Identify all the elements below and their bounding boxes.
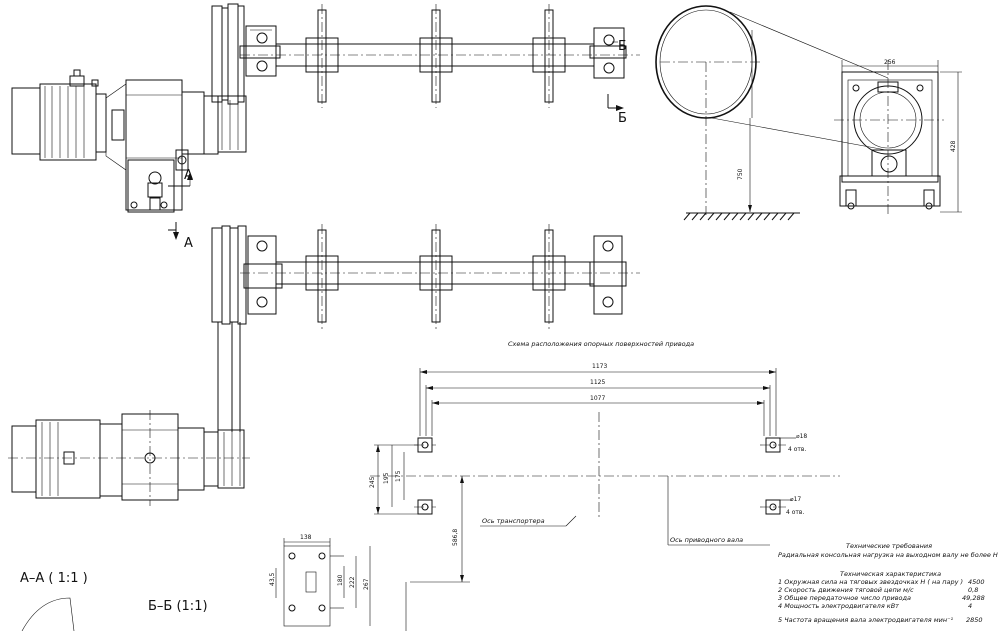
characteristic-value: 49,288 [962,594,985,602]
conveyor-axis-label: Ось транспортера [482,517,545,525]
section-letter-a: А [184,168,193,183]
gearbox-top [105,79,219,213]
section-mark-a-lower: А [168,222,193,251]
bearing-housing-top-right [589,27,627,79]
section-mark-a-upper: А [168,168,193,187]
sprocket-pack-middle [211,225,247,432]
characteristic-label: 3 Общее передаточное число привода [778,594,911,602]
flange-detail: 138 43,5 180 222 267 [269,534,407,631]
characteristic-label: 1 Окружная сила на тяговых звездочках Н … [778,578,963,586]
bottom-motor-view [8,410,250,506]
hole-17-diameter: ⌀17 [790,496,801,503]
dimension-267: 267 [363,578,370,590]
electric-motor-top [11,69,107,161]
technical-notes: Технические требования Радиальная консол… [778,542,1000,624]
section-bb-title: Б–Б (1:1) [148,599,208,614]
section-aa-title: А–А ( 1:1 ) [20,571,88,586]
section-letter-b-upper: Б [618,39,627,54]
drive-shaft-top [240,4,640,108]
dimension-245: 245 [369,476,376,488]
drive-shaft-axis-label: Ось приводного вала [670,536,743,544]
dimension-1077: 1077 [590,395,605,402]
hole-callout-18: ⌀18 4 отв. [780,433,807,453]
characteristic-value: 4500 [968,578,985,586]
mount-plate-bottom-left [414,499,436,515]
characteristic-value: 0,8 [968,586,978,594]
section-mark-b: Б Б [607,39,627,126]
sprocket-pack-top [211,3,247,153]
hole-18-count: 4 отв. [788,446,806,453]
characteristic-label: 2 Скорость движения тяговой цепи м/с [778,586,914,594]
hole-17-count: 4 отв. [786,509,804,516]
characteristics-title: Техническая характеристика [840,570,941,578]
section-letter-a: А [184,236,193,251]
dimension-256: 256 [841,59,939,72]
dimension-175: 175 [395,470,402,482]
hole-18-diameter: ⌀18 [796,433,807,440]
dimension-1173: 1173 [592,363,607,370]
dimension-256-label: 256 [884,59,896,66]
tech-requirements-line1: Радиальная консольная нагрузка на выходн… [778,551,1000,559]
dimension-138: 138 [300,534,312,541]
dimension-750: 750 [737,168,744,180]
dimension-195: 195 [383,472,390,484]
top-drive-view: А А [11,3,640,251]
mount-plate-top-right [760,437,786,453]
dimension-586-8: 586,8 [452,529,459,546]
tech-requirements-title: Технические требования [846,542,932,550]
middle-shaft-view: Схема расположения опорных поверхностей … [211,224,694,432]
dimension-180: 180 [337,574,344,586]
dimension-1125: 1125 [590,379,605,386]
scheme-caption: Схема расположения опорных поверхностей … [508,340,694,348]
dimension-43-5: 43,5 [269,572,276,586]
section-letter-b-lower: Б [618,111,627,126]
characteristic-label: 5 Частота вращения вала электродвигателя… [778,616,954,624]
gearbox-side [834,60,944,215]
bearing-housing-top-left [239,25,281,77]
dimension-428-label: 428 [950,140,957,152]
characteristic-value: 2850 [966,616,983,624]
dimension-428: 428 [940,71,962,213]
hole-callout-17: ⌀17 4 отв. [780,496,804,516]
characteristic-label: 4 Мощность электродвигателя кВт [778,602,899,610]
bearing-housing-middle-right [589,235,627,315]
section-views: А–А ( 1:1 ) Б–Б (1:1) 138 43,5 180 222 2… [20,534,407,631]
mount-plate-bottom-right [760,499,786,515]
side-view: 750 256 [655,5,962,221]
mounting-scheme: 1173 1125 1077 [369,363,840,583]
characteristic-value: 4 [968,602,972,610]
dimension-222: 222 [349,576,356,588]
